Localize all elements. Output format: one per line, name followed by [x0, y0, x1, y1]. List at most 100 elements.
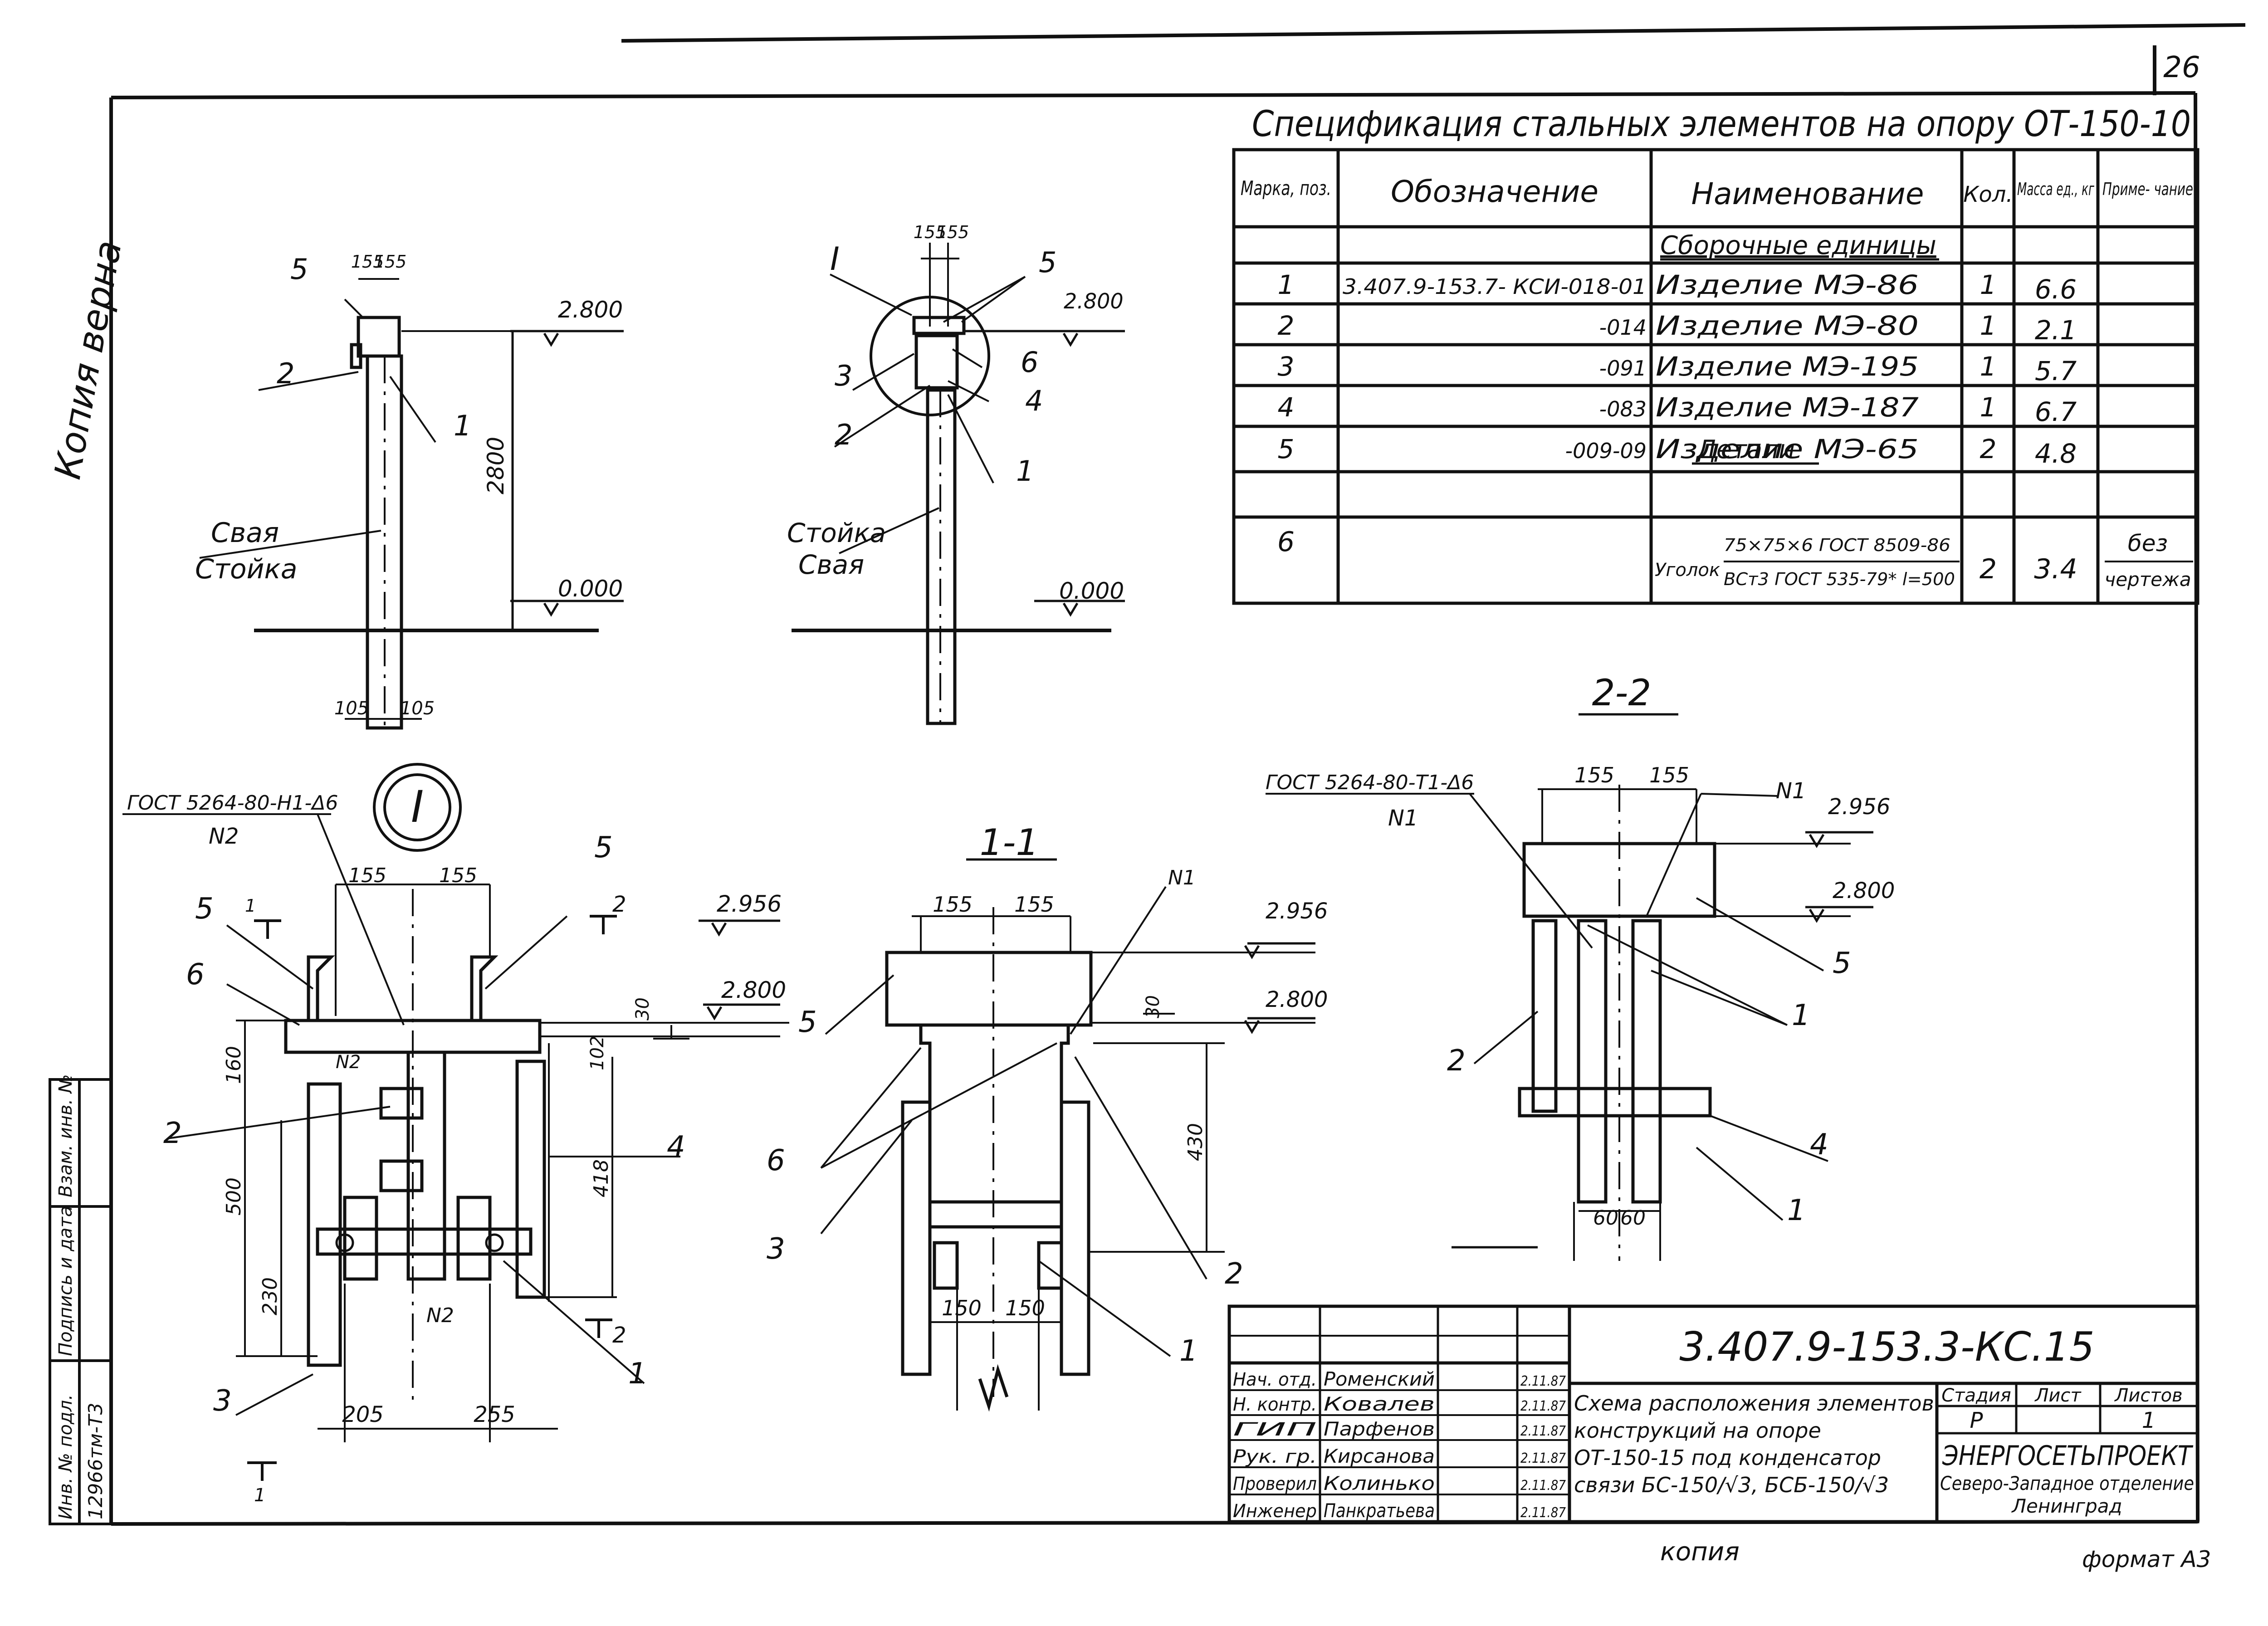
- s22-dim-top-a: 155: [1574, 763, 1614, 787]
- tb-desc-1: Схема расположения элементов: [1574, 1391, 1934, 1416]
- v1-label-post: Стойка: [195, 553, 298, 585]
- v1-elev-ground: 0.000: [558, 576, 623, 602]
- v2-callout-2: 2: [835, 418, 852, 451]
- side-inv-label: Инв. № подл.: [55, 1394, 76, 1519]
- detail-dim-30: 30: [632, 997, 653, 1021]
- signature-date: 2.11.87: [1520, 1423, 1566, 1439]
- stamp-copy-correct: Копия верна: [46, 237, 130, 482]
- spec-row-qty: 1: [1980, 392, 1997, 423]
- spec-row-mass: 5.7: [2035, 356, 2077, 386]
- group-parts: Детали: [1695, 435, 1795, 464]
- s11-dim-430: 430: [1184, 1123, 1207, 1161]
- part-name-prefix: Уголок: [1655, 560, 1720, 581]
- v1-dim-top-b: 155: [374, 252, 407, 272]
- header-mark: Марка, поз.: [1241, 177, 1331, 200]
- v2-dim-top-b: 155: [936, 222, 969, 242]
- detail-callout-1: 1: [628, 1357, 647, 1391]
- detail-marker: I: [411, 781, 424, 832]
- detail-callout-3: 3: [213, 1384, 232, 1418]
- side-vzam-label: Взам. инв. №: [55, 1074, 76, 1197]
- section-1-1: 1-1 155 155 2.956 2.800 30 430 150 150 N…: [767, 821, 1328, 1412]
- s22-callout-1-top: 1: [1792, 999, 1810, 1032]
- detail-dim-230: 230: [259, 1277, 282, 1315]
- signature-name: Ковалев: [1324, 1393, 1435, 1415]
- detail-callout-4: 4: [667, 1130, 685, 1164]
- spec-row-designation: -091: [1599, 356, 1647, 381]
- view-1: 155 155 2.800 0.000 2800 105 105 Свая Ст…: [195, 252, 624, 730]
- detail-callout-5-left: 5: [195, 892, 214, 926]
- tb-stage: Р: [1970, 1408, 1983, 1433]
- spec-row-mark: 1: [1278, 269, 1295, 300]
- s22-weld-note: ГОСТ 5264-80-Т1-Δ6: [1266, 771, 1474, 794]
- spec-title: Спецификация стальных элементов на опору…: [1252, 104, 2191, 145]
- spec-table: [1232, 148, 2200, 605]
- v1-callout-1: 1: [454, 409, 471, 442]
- tb-org-1: ЭНЕРГОСЕТЬПРОЕКТ: [1942, 1440, 2194, 1472]
- detail-dim-500: 500: [222, 1177, 245, 1216]
- format-note: формат А3: [2082, 1546, 2211, 1572]
- detail-weld-note: ГОСТ 5264-80-Н1-Δ6: [127, 791, 338, 815]
- detail-dim-bottom-a: 205: [342, 1402, 384, 1427]
- s11-title: 1-1: [980, 821, 1039, 864]
- s11-callout-3: 3: [767, 1232, 785, 1266]
- s11-dim-top-b: 155: [1014, 892, 1054, 917]
- signature-role: Нач. отд.: [1233, 1369, 1317, 1390]
- s22-elev-b: 2.800: [1833, 878, 1895, 903]
- s22-callout-5: 5: [1833, 947, 1851, 980]
- header-name: Наименование: [1691, 176, 1924, 211]
- signature-date: 2.11.87: [1520, 1478, 1566, 1494]
- s22-dim-top-b: 155: [1649, 763, 1689, 787]
- side-inv-value: 12966тм-Т3: [84, 1403, 107, 1519]
- tb-stage-label: Стадия: [1941, 1385, 2011, 1406]
- spec-row-mark: 3: [1278, 351, 1295, 382]
- s22-elev-a: 2.956: [1828, 794, 1890, 820]
- v1-callout-5: 5: [290, 253, 308, 286]
- detail-weld-ref: N2: [209, 824, 239, 849]
- tb-code: 3.407.9-153.3-КС.15: [1679, 1323, 2094, 1370]
- detail-dim-top-b: 155: [439, 864, 477, 887]
- s22-weld-ref: N1: [1388, 806, 1418, 831]
- v2-marker: I: [830, 240, 840, 278]
- spec-row-mark: 2: [1278, 310, 1295, 341]
- s11-elev-b: 2.800: [1266, 987, 1328, 1012]
- v2-label-pile: Свая: [798, 549, 864, 580]
- s11-dim-top-a: 155: [933, 892, 973, 917]
- spec-row-qty: 1: [1980, 269, 1997, 300]
- s11-elev-a: 2.956: [1266, 898, 1328, 924]
- v1-dim-bottom-b: 105: [400, 698, 435, 719]
- spec-row-name: Изделие МЭ-195: [1656, 351, 1919, 382]
- s11-callout-5: 5: [798, 1006, 817, 1039]
- part-name-bottom: ВСт3 ГОСТ 535-79* l=500: [1724, 569, 1955, 589]
- detail-weld-ref-inner: N2: [336, 1052, 361, 1073]
- spec-row-mark: 4: [1278, 392, 1295, 423]
- spec-row-name: Изделие МЭ-187: [1656, 392, 1919, 423]
- detail-dim-418: 418: [590, 1159, 613, 1197]
- tb-desc-4: связи БС-150/√3, БСБ-150/√3: [1574, 1473, 1889, 1497]
- s22-weld-ref-right: N1: [1776, 778, 1806, 804]
- detail-dim-102: 102: [587, 1036, 608, 1070]
- spec-row-qty: 1: [1980, 310, 1997, 341]
- spec-row-mass: 4.8: [2035, 438, 2077, 469]
- detail-section-1-bottom: 1: [254, 1485, 265, 1506]
- signature-date: 2.11.87: [1520, 1373, 1566, 1389]
- v2-callout-3: 3: [835, 359, 852, 392]
- s22-title: 2-2: [1592, 672, 1652, 714]
- signature-name: Кирсанова: [1324, 1445, 1435, 1467]
- signature-date: 2.11.87: [1520, 1450, 1566, 1466]
- tb-org-3: Ленинград: [2011, 1495, 2122, 1517]
- header-qty: Кол.: [1963, 182, 2013, 207]
- spec-row-name: Изделие МЭ-80: [1656, 310, 1919, 341]
- signature-date: 2.11.87: [1520, 1398, 1566, 1414]
- tb-sheet-label: Лист: [2034, 1385, 2082, 1406]
- v2-elev-top: 2.800: [1064, 289, 1124, 313]
- part-note-top: без: [2128, 530, 2168, 557]
- s22-dim-bottom-a: 60: [1593, 1206, 1618, 1230]
- v2-dim-top-a: 155: [914, 222, 947, 242]
- signature-name: Роменский: [1324, 1368, 1435, 1390]
- s22-callout-2: 2: [1447, 1044, 1466, 1078]
- part-qty: 2: [1980, 553, 1997, 585]
- detail-elev-b: 2.800: [721, 977, 786, 1003]
- v1-elev-top: 2.800: [558, 297, 623, 323]
- spec-row-mass: 6.6: [2035, 274, 2077, 305]
